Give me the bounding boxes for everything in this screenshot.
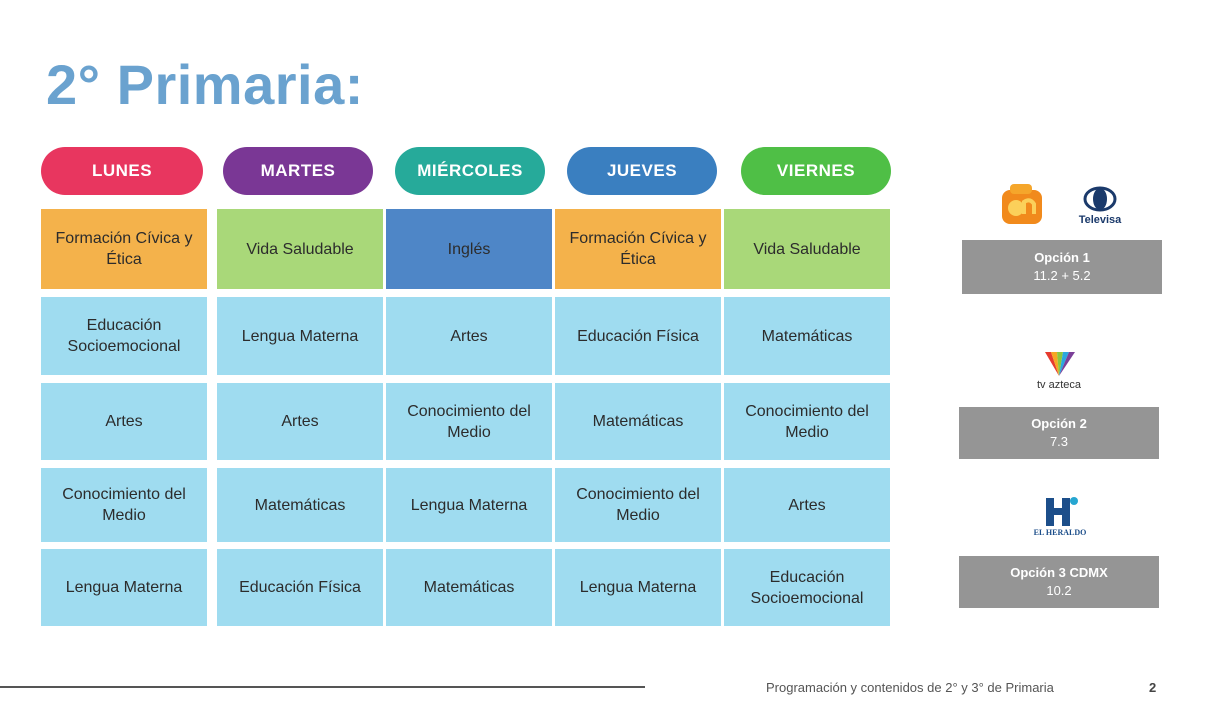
schedule-cell: Matemáticas [217, 468, 383, 542]
schedule-cell: Matemáticas [555, 383, 721, 460]
schedule-cell: Artes [217, 383, 383, 460]
tv-azteca-label: tv azteca [1036, 378, 1082, 391]
schedule-cell: Matemáticas [386, 549, 552, 626]
schedule-cell: Artes [386, 297, 552, 375]
televisa-logo: Televisa [1072, 183, 1128, 229]
schedule-cell: Conocimiento del Medio [386, 383, 552, 460]
schedule-cell: Vida Saludable [724, 209, 890, 289]
schedule-cell: Formación Cívica y Ética [555, 209, 721, 289]
option-1-box: Opción 1 11.2 + 5.2 [962, 240, 1162, 294]
schedule-cell: Lengua Materna [41, 549, 207, 626]
schedule-cell: Artes [41, 383, 207, 460]
schedule-cell: Conocimiento del Medio [724, 383, 890, 460]
tv-azteca-icon [1045, 351, 1075, 376]
option-title: Opción 2 [1031, 416, 1087, 431]
schedule-cell: Conocimiento del Medio [555, 468, 721, 542]
schedule-cell: Educación Física [217, 549, 383, 626]
day-header-miércoles: MIÉRCOLES [395, 147, 545, 195]
schedule-cell: Educación Socioemocional [41, 297, 207, 375]
schedule-cell: Formación Cívica y Ética [41, 209, 207, 289]
option-channel: 7.3 [1049, 434, 1069, 449]
option-2-box: Opción 2 7.3 [959, 407, 1159, 459]
schedule-cell: Educación Socioemocional [724, 549, 890, 626]
day-header-jueves: JUEVES [567, 147, 717, 195]
day-header-lunes: LUNES [41, 147, 203, 195]
option-title: Opción 3 CDMX [1010, 565, 1108, 580]
el-heraldo-label: EL HERALDO [1033, 527, 1087, 537]
schedule-cell: Matemáticas [724, 297, 890, 375]
tv-azteca-logo: tv azteca [1028, 347, 1090, 393]
day-header-martes: MARTES [223, 147, 373, 195]
schedule-cell: Conocimiento del Medio [41, 468, 207, 542]
el-heraldo-icon [1046, 496, 1078, 526]
option-channel: 11.2 + 5.2 [1033, 268, 1091, 283]
footer-caption: Programación y contenidos de 2° y 3° de … [766, 680, 1054, 695]
footer-divider [0, 686, 645, 688]
page-number: 2 [1149, 680, 1157, 695]
televisa-label: Televisa [1078, 214, 1122, 226]
el-heraldo-logo: EL HERALDO [1024, 490, 1096, 540]
schedule-cell: Lengua Materna [555, 549, 721, 626]
schedule-cell: Educación Física [555, 297, 721, 375]
schedule-cell: Lengua Materna [217, 297, 383, 375]
option-3-box: Opción 3 CDMX 10.2 [959, 556, 1159, 608]
day-header-viernes: VIERNES [741, 147, 891, 195]
option-channel: 10.2 [1046, 583, 1072, 598]
schedule-cell: Inglés [386, 209, 552, 289]
televisa-icon [1083, 186, 1117, 212]
once-ninas-ninos-logo [996, 184, 1048, 228]
page-title: 2° Primaria: [46, 53, 364, 116]
schedule-cell: Lengua Materna [386, 468, 552, 542]
schedule-cell: Vida Saludable [217, 209, 383, 289]
option-title: Opción 1 [1034, 250, 1090, 265]
schedule-cell: Artes [724, 468, 890, 542]
